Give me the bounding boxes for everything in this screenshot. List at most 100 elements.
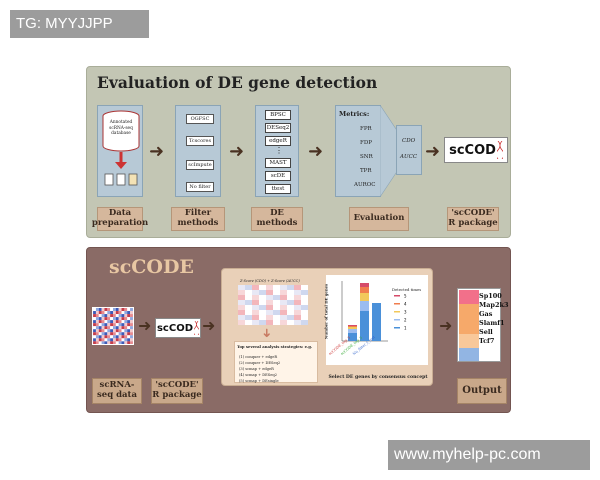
heatmap-cell (259, 295, 266, 300)
chart-bar-segment (348, 333, 357, 341)
output-gene-1: Sp100 (479, 292, 502, 300)
arrow-de-to-evaluation: ➜ (308, 141, 324, 162)
heatmap-cell (113, 326, 116, 330)
heatmap-cell (104, 314, 108, 318)
de-method-ellipsis: ⋮ (275, 146, 283, 155)
arrow-analysis-to-output: ➜ (439, 316, 453, 335)
heatmap-cell (98, 332, 102, 336)
heatmap-cell (287, 285, 294, 290)
output-gene-6: Tcf7 (479, 337, 495, 345)
heatmap-cell (124, 320, 128, 324)
heatmap-cell (124, 329, 128, 333)
database-text: Annotated scRNA-seq database (109, 120, 133, 137)
heatmap-cell (118, 314, 122, 318)
heatmap-cell (101, 320, 105, 324)
heatmap-cell (113, 317, 116, 321)
dna-icon (194, 321, 200, 335)
heatmap-cell (245, 290, 252, 295)
heatmap-cell (93, 308, 96, 312)
heatmap-cell (280, 320, 287, 325)
heatmap-cell (115, 332, 119, 336)
label-filter-methods: Filter methods (171, 207, 225, 231)
heatmap-cell (107, 326, 111, 330)
strategy-2: (2) conquer + DESeq2 (239, 361, 281, 365)
heatmap-cell (107, 323, 111, 327)
chart-bar-segment (348, 327, 357, 329)
de-method-scde: scDE (265, 171, 291, 181)
heatmap-cell (121, 308, 125, 312)
heatmap-cell (121, 317, 125, 321)
heatmap-cell (245, 315, 252, 320)
heatmap-cell (110, 323, 113, 327)
legend-swatch (394, 319, 400, 321)
heatmap-cell (107, 338, 111, 342)
heatmap-cell (104, 329, 108, 333)
heatmap-cell (252, 290, 259, 295)
evaluation-title: Evaluation of DE gene detection (97, 73, 378, 92)
legend-swatch (394, 303, 400, 305)
heatmap-cell (101, 335, 105, 339)
heatmap-cell (107, 341, 111, 344)
heatmap-cell (124, 308, 128, 312)
heatmap-cell (130, 320, 133, 324)
heatmap-cell (127, 338, 131, 342)
heatmap-cell (93, 338, 96, 342)
heatmap-cell (266, 300, 273, 305)
heatmap-cell (98, 341, 102, 344)
heatmap-cell (121, 323, 125, 327)
de-method-ttest: ttest (265, 184, 291, 194)
heatmap-cell (294, 305, 301, 310)
heatmap-cell (252, 320, 259, 325)
heatmap-cell (287, 300, 294, 305)
heatmap-cell (130, 329, 133, 333)
filter-chip-tcscores: Tcscores (186, 136, 214, 146)
heatmap-cell (266, 320, 273, 325)
heatmap-cell (98, 338, 102, 342)
heatmap-cell (104, 308, 108, 312)
chart-ylabel: Number of total DE genes (323, 283, 329, 340)
heatmap-cell (238, 305, 245, 310)
heatmap-cell (107, 329, 111, 333)
heatmap-cell (107, 332, 111, 336)
heatmap-cell (107, 320, 111, 324)
heatmap-cell (118, 332, 122, 336)
heatmap-cell (98, 335, 102, 339)
heatmap-cell (95, 311, 99, 315)
heatmap-cell (238, 320, 245, 325)
heatmap-cell (121, 311, 125, 315)
heatmap-cell (280, 300, 287, 305)
heatmap-cell (110, 326, 113, 330)
heatmap-cell (110, 311, 113, 315)
heatmap-cell (280, 310, 287, 315)
heatmap-cell (259, 290, 266, 295)
heatmap-cell (110, 320, 113, 324)
heatmap-cell (245, 285, 252, 290)
evaluation-box: Metrics: FPR FDP SNR TPR AUROC (335, 105, 381, 197)
heatmap-cell (130, 308, 133, 312)
filter-chip-scimpute: scImpute (186, 160, 214, 170)
legend-swatch (394, 311, 400, 313)
heatmap-cell (124, 317, 128, 321)
heatmap-cell (130, 338, 133, 342)
heatmap-cell (98, 326, 102, 330)
heatmap-cell (301, 295, 308, 300)
chart-bar-segment (360, 293, 369, 301)
arrow-heatmap-down: ➜ (260, 327, 275, 339)
heatmap-cell (104, 341, 108, 344)
sccode-panel: scCODE ➜ scCOD ➜ Z-Score (CDO) + Z-Score… (86, 247, 511, 413)
legend-label: 2 (404, 318, 407, 323)
filter-methods-box: OGFSC Tcscores scImpute No filter (175, 105, 221, 197)
heatmap-cell (259, 310, 266, 315)
heatmap-cell (118, 326, 122, 330)
label-package-bottom: 'scCODE' R package (151, 378, 203, 404)
heatmap-cell (238, 310, 245, 315)
heatmap-cell (95, 338, 99, 342)
heatmap-cell (127, 332, 131, 336)
heatmap-cell (95, 314, 99, 318)
filter-chip-no-filter: No filter (186, 182, 214, 192)
legend-label: 3 (404, 310, 407, 315)
heatmap-cell (266, 290, 273, 295)
heatmap-cell (273, 320, 280, 325)
metric-cdo: CDO (402, 138, 416, 144)
heatmap-cell (252, 310, 259, 315)
